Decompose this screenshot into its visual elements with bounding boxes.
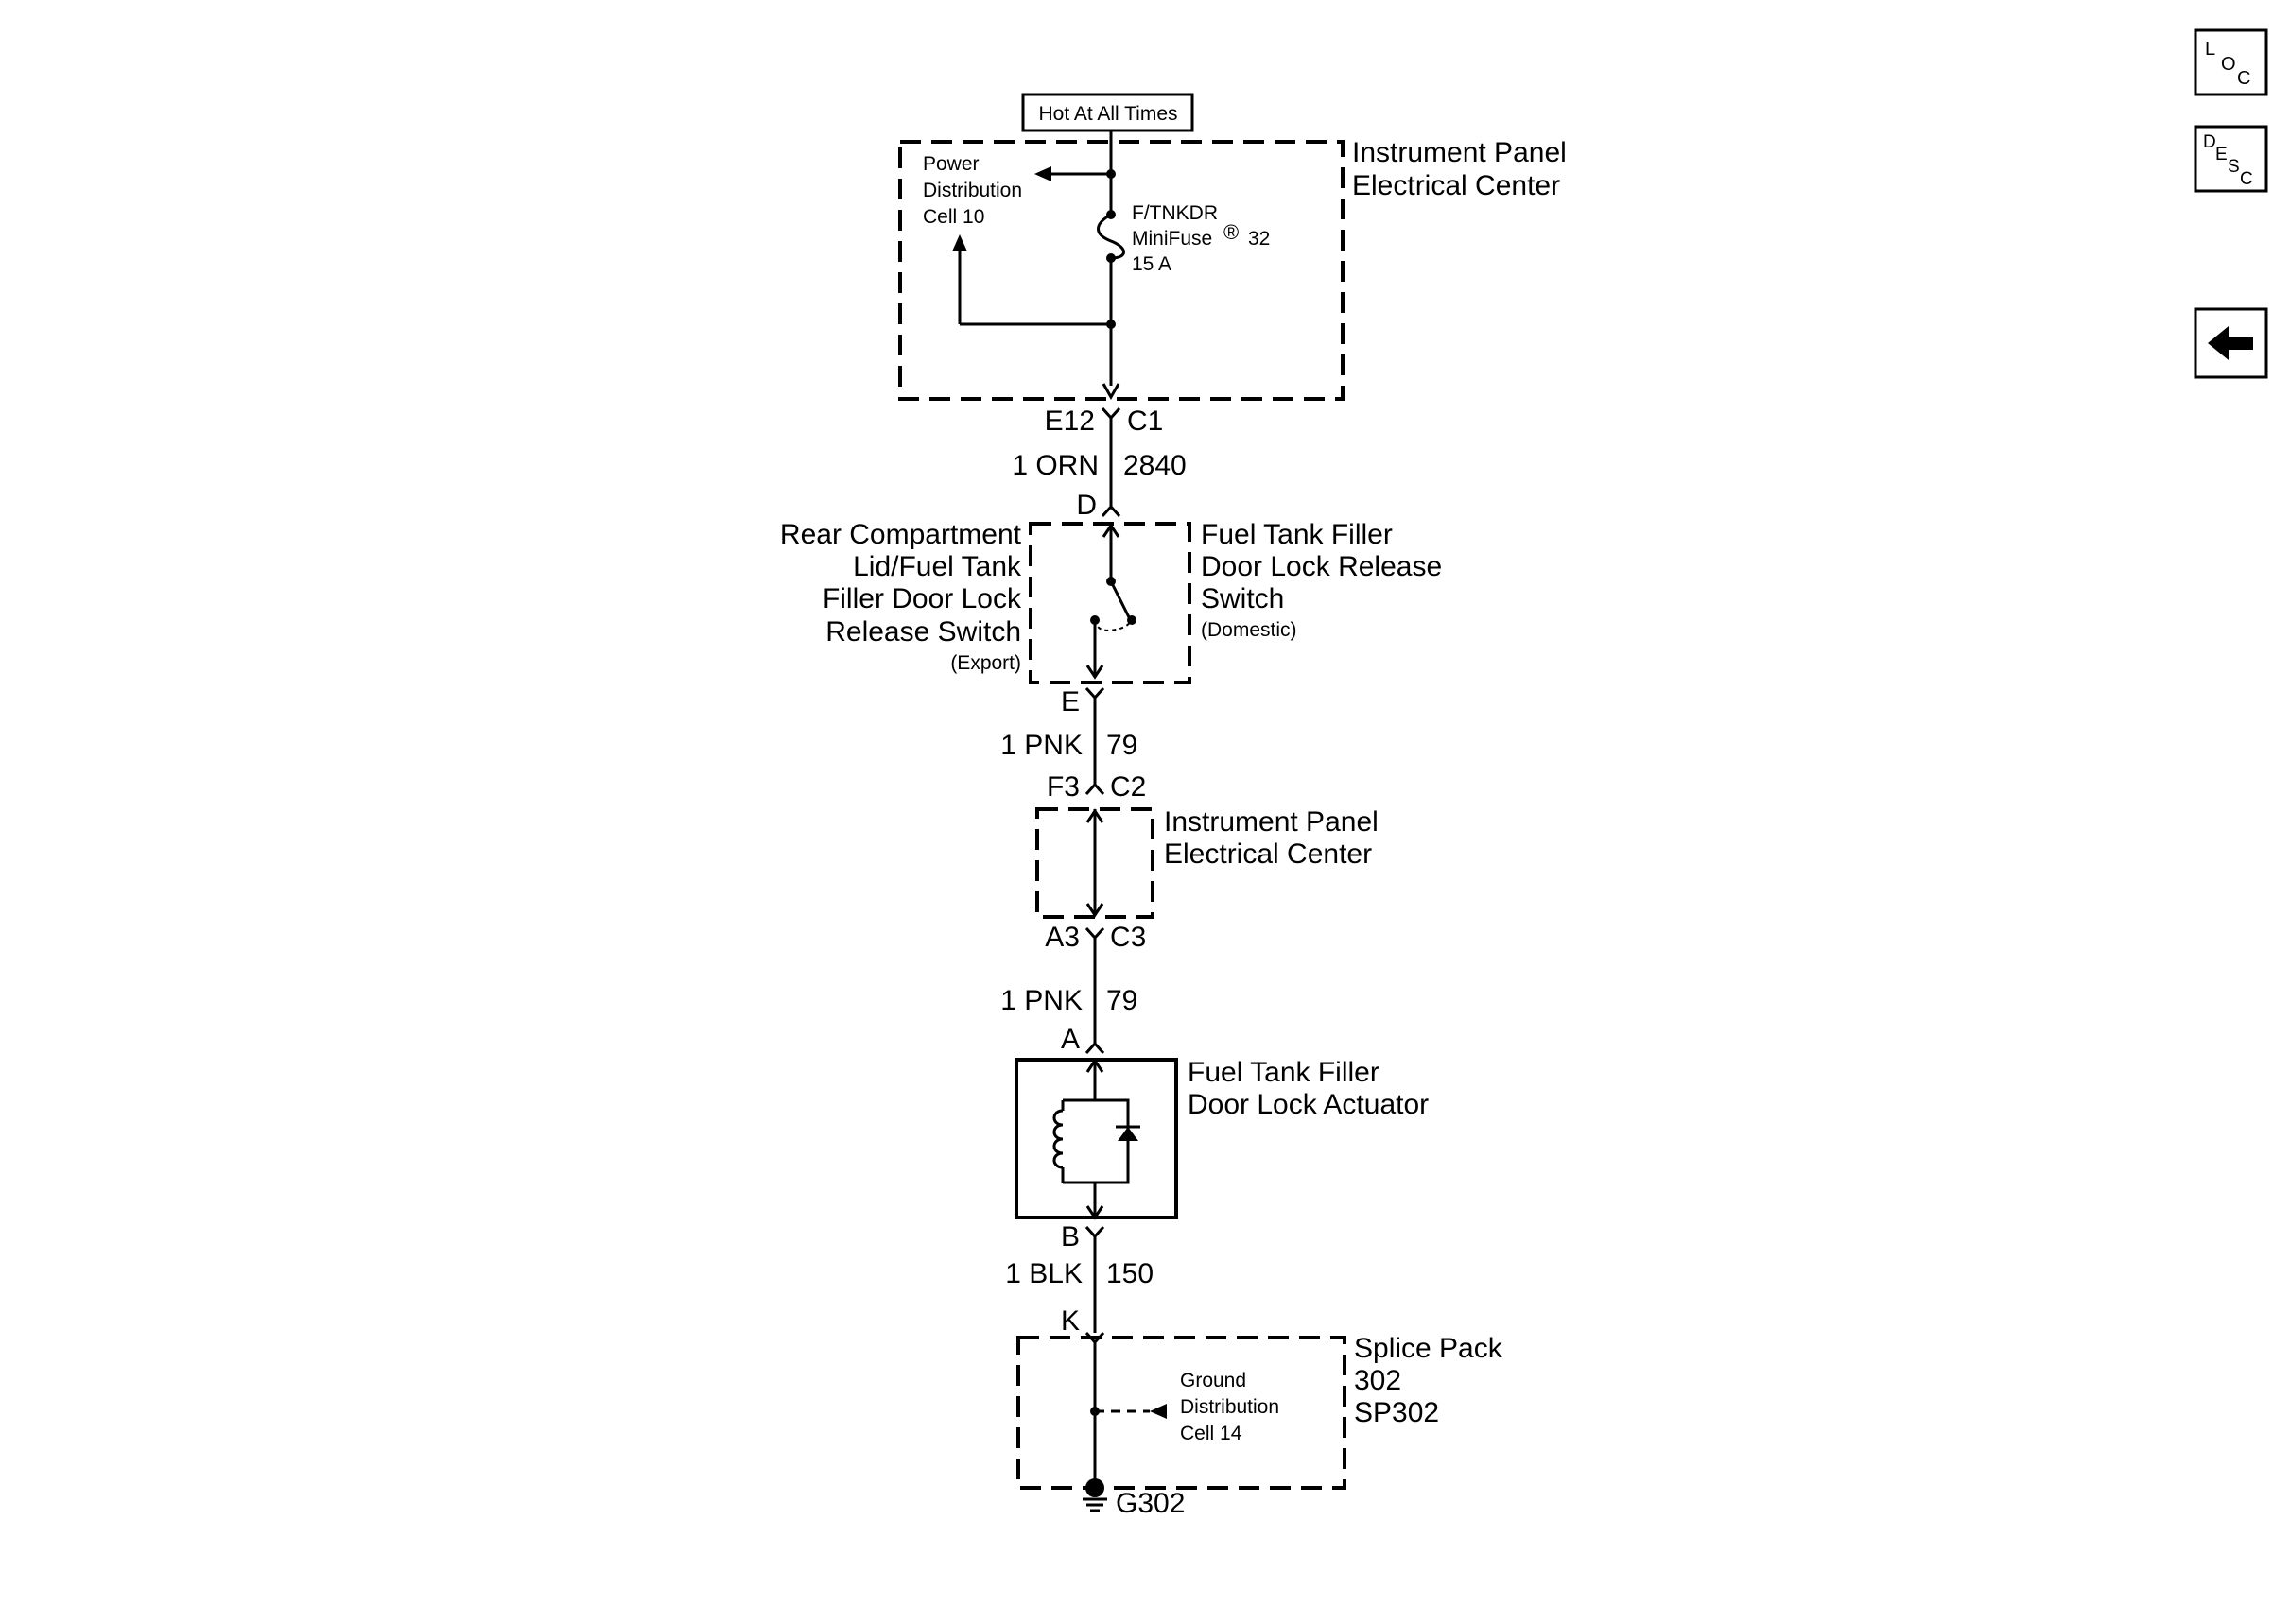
power-source-label: Hot At All Times: [1038, 103, 1177, 125]
splice-pin: K: [1061, 1305, 1080, 1337]
wire2-gauge-color: 1 PNK: [1000, 730, 1083, 761]
power-dist-line-3: Cell 10: [923, 206, 984, 228]
fuse-number: 32: [1248, 228, 1270, 250]
power-dist-line-2: Distribution: [923, 180, 1022, 201]
switch-right-2: Door Lock Release: [1201, 551, 1442, 582]
ipec-top-title-1: Instrument Panel: [1352, 137, 1567, 168]
actuator-pin-bottom: B: [1061, 1221, 1080, 1253]
desc-d: D: [2203, 132, 2216, 152]
connector-e12-c1: E12 C1: [1045, 406, 1164, 437]
diode-icon: [1116, 1125, 1140, 1141]
wire4-gauge-color: 1 BLK: [1005, 1258, 1083, 1289]
actuator-pin-top: A: [1061, 1024, 1080, 1055]
actuator-title-2: Door Lock Actuator: [1188, 1089, 1429, 1120]
loc-l: L: [2205, 39, 2215, 60]
switch-left-3: Filler Door Lock: [823, 583, 1022, 614]
fuse-type: MiniFuse: [1132, 228, 1212, 250]
ipec-mid-title-2: Electrical Center: [1164, 838, 1372, 870]
switch-pin-top: D: [1076, 490, 1097, 521]
ipec-top-box: Instrument Panel Electrical Center Power…: [898, 137, 1567, 401]
ground-icon: [1083, 1478, 1107, 1512]
ipec-mid-box: F3 C2 Instrument Panel Electrical Center…: [1035, 771, 1379, 953]
conn2-left: F3: [1047, 771, 1080, 803]
switch-right-note: (Domestic): [1201, 619, 1297, 641]
switch-pin-bottom: E: [1061, 686, 1080, 717]
actuator-title-1: Fuel Tank Filler: [1188, 1057, 1379, 1088]
ipec-top-title-2: Electrical Center: [1352, 170, 1560, 201]
splice-title-1: Splice Pack: [1354, 1333, 1503, 1364]
ground-dist-3: Cell 14: [1180, 1423, 1242, 1444]
ground-dist-arrow-icon: [1150, 1404, 1167, 1419]
splice-title-2: 302: [1354, 1365, 1401, 1396]
ground-id: G302: [1116, 1488, 1185, 1519]
ground-dist-1: Ground: [1180, 1370, 1246, 1391]
release-switch: D Rear Compartment Lid/Fuel Tank Filler …: [780, 490, 1442, 717]
loc-c: C: [2237, 68, 2250, 89]
back-button[interactable]: [2194, 307, 2268, 379]
splice-pack: K Ground Distribution Cell 14 Splice Pac…: [1016, 1305, 1503, 1519]
wire1-gauge-color: 1 ORN: [1012, 450, 1099, 481]
conn2-right: C2: [1110, 771, 1146, 803]
power-source: Hot At All Times: [1021, 93, 1194, 132]
switch-right-1: Fuel Tank Filler: [1201, 519, 1393, 550]
wire2-circuit: 79: [1106, 730, 1137, 761]
wire1-circuit: 2840: [1123, 450, 1187, 481]
ipec-mid-title-1: Instrument Panel: [1164, 806, 1379, 838]
desc-button[interactable]: D E S C: [2194, 125, 2268, 193]
switch-left-4: Release Switch: [825, 616, 1021, 648]
desc-e: E: [2215, 145, 2228, 164]
switch-left-2: Lid/Fuel Tank: [853, 551, 1022, 582]
fuse-reg-mark: ®: [1223, 220, 1239, 244]
fuse-label: F/TNKDR: [1132, 202, 1218, 224]
wire3-circuit: 79: [1106, 985, 1137, 1016]
desc-s: S: [2228, 157, 2240, 177]
loc-o: O: [2221, 54, 2236, 75]
power-dist-arrow-icon: [1034, 166, 1051, 181]
switch-left-1: Rear Compartment: [780, 519, 1022, 550]
cell10-arrow-icon: [952, 234, 967, 251]
desc-c: C: [2240, 169, 2253, 189]
loc-button[interactable]: L O C: [2194, 28, 2268, 96]
switch-right-3: Switch: [1201, 583, 1284, 614]
left-arrow-icon: [2208, 326, 2253, 360]
conn1-left: E12: [1045, 406, 1095, 437]
conn3-left: A3: [1045, 922, 1080, 953]
conn3-right: C3: [1110, 922, 1146, 953]
switch-left-note: (Export): [950, 652, 1021, 674]
power-dist-line-1: Power: [923, 153, 980, 175]
ground-dist-2: Distribution: [1180, 1396, 1279, 1418]
conn1-right: C1: [1127, 406, 1163, 437]
coil-icon: [1052, 1109, 1064, 1169]
wire4-circuit: 150: [1106, 1258, 1154, 1289]
splice-title-3: SP302: [1354, 1397, 1439, 1428]
wire3-gauge-color: 1 PNK: [1000, 985, 1083, 1016]
fuse-rating: 15 A: [1132, 253, 1171, 275]
